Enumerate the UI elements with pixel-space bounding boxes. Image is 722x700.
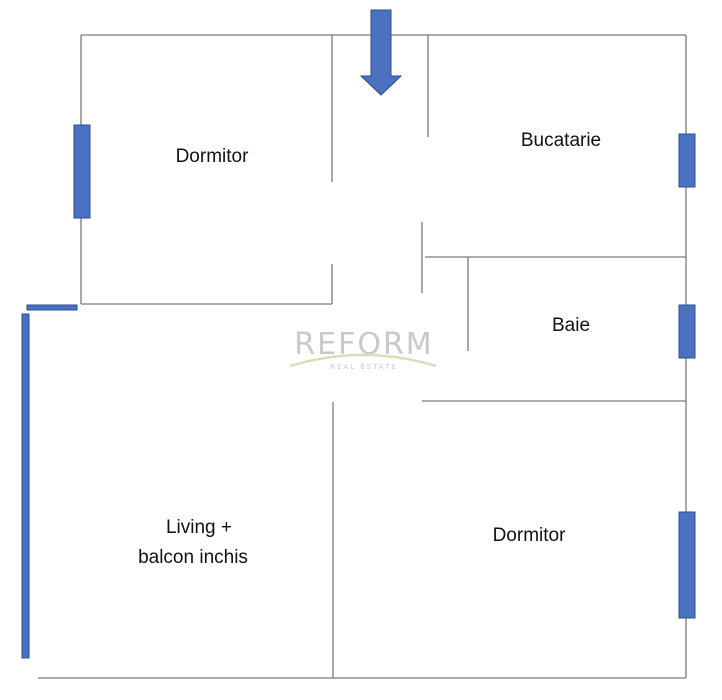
window-bathroom <box>678 304 696 359</box>
room-labels: Dormitor Bucatarie Baie Living + balcon … <box>138 130 601 568</box>
watermark-subtitle: REAL ESTATE <box>330 363 398 371</box>
watermark: REFORM REAL ESTATE <box>289 327 437 371</box>
room-label-bedroom-top-left: Dormitor <box>176 146 250 167</box>
room-label-bathroom: Baie <box>552 315 590 336</box>
window-bedroom-right <box>678 511 696 619</box>
room-label-living-line2: balcon inchis <box>138 547 248 568</box>
room-label-kitchen: Bucatarie <box>521 130 601 151</box>
room-label-bedroom-bottom-right: Dormitor <box>493 525 567 546</box>
watermark-swoosh <box>289 353 437 368</box>
window-living-top <box>26 304 78 311</box>
window-kitchen <box>678 133 696 188</box>
room-label-living-line1: Living + <box>166 517 232 538</box>
window-living-balcony <box>21 313 30 659</box>
watermark-title: REFORM <box>294 327 433 362</box>
window-bedroom-left <box>73 124 91 219</box>
entrance-arrow-icon <box>359 9 403 96</box>
windows <box>21 124 696 659</box>
